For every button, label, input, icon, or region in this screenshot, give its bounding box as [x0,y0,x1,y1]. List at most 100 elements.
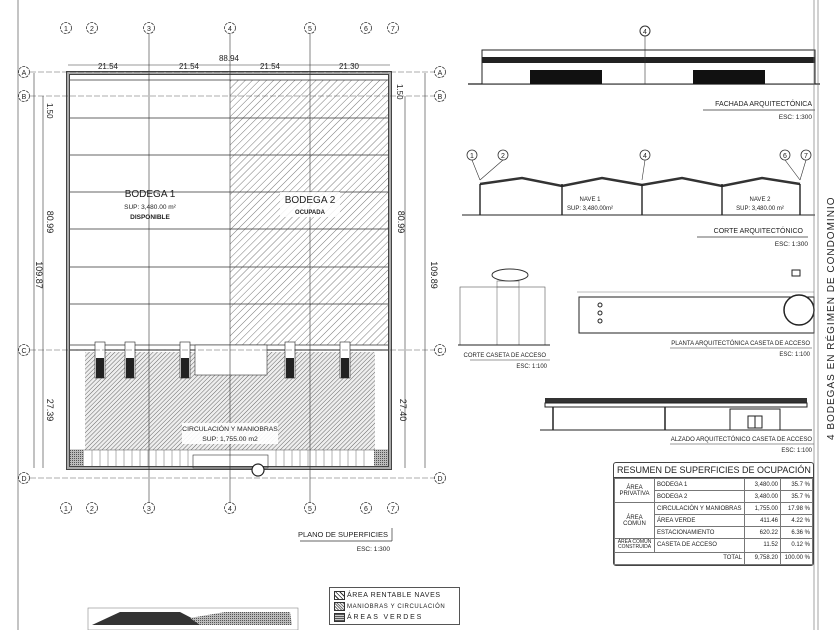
table-total-row: TOTAL 9,758.20 100.00 % [614,551,813,565]
group-common: ÁREA COMÚN [614,502,655,539]
grid-bubble [497,149,509,161]
grid-bubble-label: 7 [391,506,395,513]
grid-bubble [360,22,372,34]
grid-bubble-label: B [438,94,443,101]
row-area: 620.22 [744,526,781,539]
group-built: ÁREA COMÚN CONSTRUIDA [614,538,655,553]
grid-bubble [800,149,812,161]
grid-bubble-label: 1 [64,26,68,33]
grid-bubble-label: 7 [391,26,395,33]
summary-title: RESUMEN DE SUPERFICIES DE OCUPACIÓN [614,463,813,478]
dock-leveler [286,358,294,378]
grid-bubble-label: B [22,94,27,101]
grid-bubble [86,502,98,514]
grid-bubble [304,22,316,34]
dots-swatch-icon [334,613,345,622]
group-private: ÁREA PRIVATIVA [614,478,655,503]
grid-bubble [143,502,155,514]
row-label: BODEGA 2 [654,490,745,503]
grid-bubble-label: D [21,476,26,483]
guardhouse-section: CORTE CASETA DE ACCESO ESC: 1:100 [458,268,550,370]
row-pct: 0.12 % [780,538,813,553]
guardhouse-elevation-title: ALZADO ARQUITECTÓNICO CASETA DE ACCESO [671,436,813,443]
legend-label: ÁREAS VERDES [347,614,424,621]
hatch-swatch-icon [334,591,345,600]
grid-bubble [779,149,791,161]
guardhouse-section-scale: ESC: 1:100 [516,364,547,370]
row-area: 11.52 [744,538,781,553]
grid-bubble [60,502,72,514]
grid-bubble [387,22,399,34]
facade-title: FACHADA ARQUITECTÓNICA [715,99,812,108]
grid-bubble [434,472,446,484]
guardhouse-footprint [192,454,269,469]
dim-left-total: 109.87 [34,261,44,289]
grid-bubble-label: 1 [64,506,68,513]
row-pct: 6.36 % [780,526,813,539]
dim-right-top: 1.50 [395,84,404,100]
legend-label: MANIOBRAS Y CIRCULACIÓN [347,603,446,610]
parking-stripes [91,450,365,468]
legend: ÁREA RENTABLE NAVES MANIOBRAS Y CIRCULAC… [329,587,460,625]
grid-bubble-label: 5 [308,506,312,513]
grid-bubble [434,66,446,78]
row-area: 3,480.00 [744,478,781,491]
green-area-right [374,450,388,468]
row-label: ESTACIONAMIENTO [654,526,745,539]
dim-right-bodegas: 80.99 [396,211,406,234]
row-pct: 4.22 % [780,514,813,527]
guardhouse-icon [251,463,265,477]
legend-item-green: ÁREAS VERDES [334,612,455,623]
row-pct: 35.7 % [780,490,813,503]
grid-bubble [143,22,155,34]
grid-bubble-label: 6 [783,153,787,160]
dim-right-circulation: 27.40 [398,399,408,422]
grid-bubble-label: 4 [228,26,232,33]
grid-bubble [434,90,446,102]
grid-bubble [360,502,372,514]
row-label: ÁREA VERDE [654,514,745,527]
row-label: CIRCULACIÓN Y MANIOBRAS [654,502,745,515]
grid-bubble [224,22,236,34]
circulation-name: CIRCULACIÓN Y MANIOBRAS [182,424,278,433]
row-label: CASETA DE ACCESO [654,538,745,553]
guardhouse-plan: PLANTA ARQUITECTÓNICA CASETA DE ACCESO E… [577,269,815,358]
section-scale: ESC: 1:300 [775,241,809,248]
grid-bubble [639,149,651,161]
pavement-detail [87,607,299,630]
dim-span-2: 21.54 [179,62,200,71]
grid-bubble-label: 2 [501,153,505,160]
grid-bubble-label: 1 [470,153,474,160]
row-area: 411.46 [744,514,781,527]
grid-bubble-label: 3 [147,506,151,513]
hatch-swatch-icon [334,602,345,611]
grid-bubble-label: 2 [90,26,94,33]
bodega-2-name: BODEGA 2 [285,195,336,206]
sheet-title: 4 BODEGAS EN RÉGIMEN DE CONDOMINIO [826,196,837,440]
grid-bubble-label: 4 [228,506,232,513]
legend-item-rentable: ÁREA RENTABLE NAVES [334,590,455,601]
grid-bubble [18,472,30,484]
row-area: 1,755.00 [744,502,781,515]
circulation-area-label: SUP: 1,755.00 m2 [202,436,258,443]
summary-table: RESUMEN DE SUPERFICIES DE OCUPACIÓN ÁREA… [613,462,814,566]
grid-bubble-label: A [22,70,27,77]
grid-bubble [18,344,30,356]
grid-bubble-label: A [438,70,443,77]
guardhouse-plan-title: PLANTA ARQUITECTÓNICA CASETA DE ACCESO [671,340,810,347]
office-block [194,344,268,376]
row-area: 3,480.00 [744,490,781,503]
facade-elevation: 4 FACHADA ARQUITECTÓNICA ESC: 1:300 [468,25,820,121]
grid-bubble [434,344,446,356]
row-pct: 35.7 % [780,478,813,491]
guardhouse-elevation-scale: ESC: 1:100 [781,448,812,454]
grid-bubble [639,25,651,37]
grid-bubble-label: 2 [90,506,94,513]
guardhouse-plan-scale: ESC: 1:100 [779,352,810,358]
grid-bubble [224,502,236,514]
dock-leveler [96,358,104,378]
table-row: ÁREA VERDE 411.46 4.22 % [615,514,813,527]
dim-span-4: 21.30 [339,62,360,71]
